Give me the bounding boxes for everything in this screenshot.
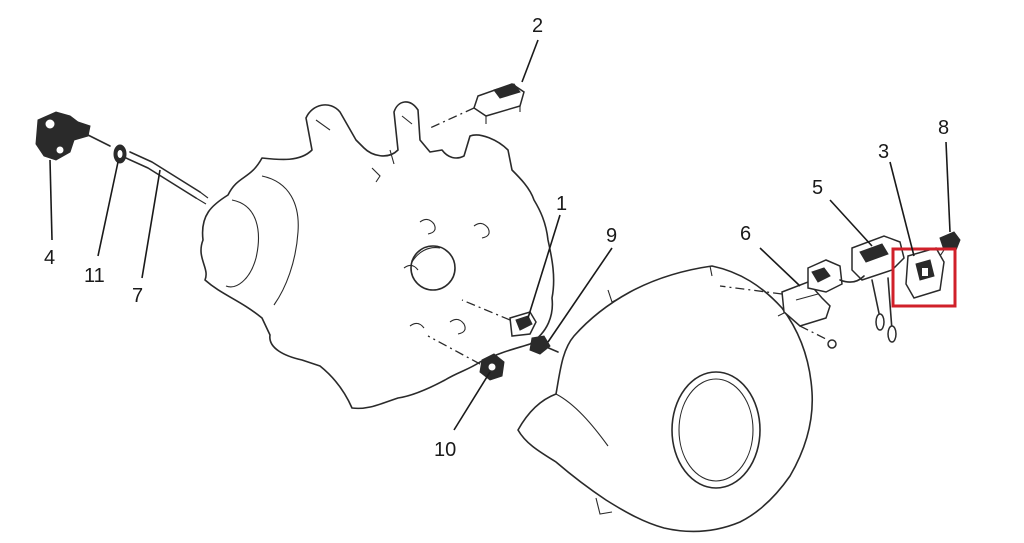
part-5-ignition-coil: [807, 235, 905, 343]
part-9-bolt: [529, 335, 559, 355]
part-7-shaft: [125, 151, 209, 205]
part-1-clamp: [461, 299, 537, 337]
callout-9: 9: [606, 225, 617, 247]
callout-2: 2: [532, 15, 543, 37]
leader-lines: [49, 39, 951, 431]
part-11-washer: [113, 144, 127, 164]
highlight-box: [891, 247, 957, 308]
part-6-bracket: [719, 281, 837, 349]
callout-7: 7: [132, 285, 143, 307]
part-2-bracket: [429, 83, 525, 129]
callout-3: 3: [878, 141, 889, 163]
crankcase-block: [200, 101, 555, 410]
blower-housing: [517, 265, 814, 533]
callout-labels: 1 2 3 4 5 6 7 8 9 10 11: [44, 15, 949, 461]
part-3-module: [905, 247, 945, 299]
callout-8: 8: [938, 117, 949, 139]
callout-11: 11: [84, 265, 105, 287]
callout-4: 4: [44, 247, 55, 269]
part-8-clip: [939, 231, 961, 257]
part-10-nut: [427, 335, 505, 381]
callout-6: 6: [740, 223, 751, 245]
callout-1: 1: [556, 193, 567, 215]
part-4-lever-assembly: [35, 111, 111, 161]
callout-5: 5: [812, 177, 823, 199]
callout-10: 10: [434, 439, 456, 461]
